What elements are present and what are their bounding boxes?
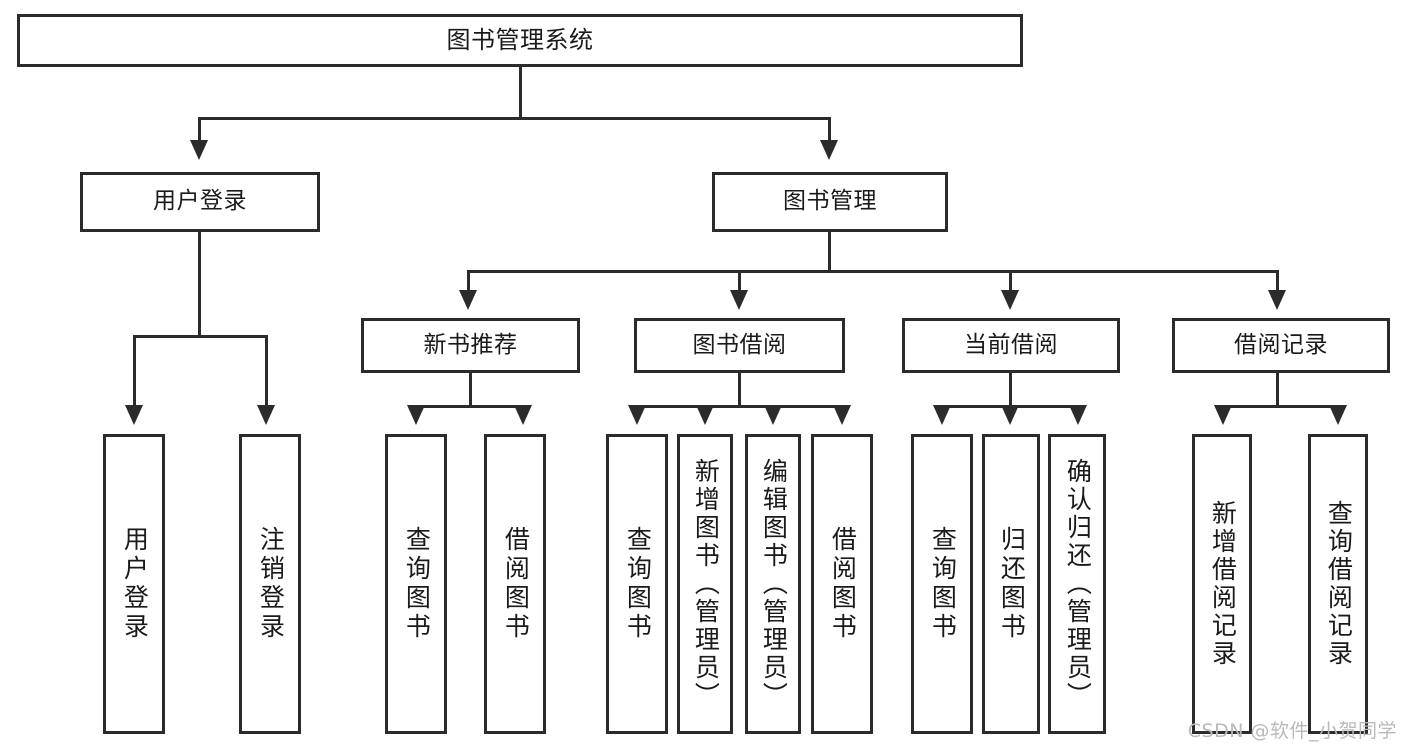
- arrow-down-book-manage: [820, 140, 838, 160]
- connector-book-manage-bus: [467, 270, 1279, 273]
- connector-book-manage-drop-1: [467, 270, 470, 292]
- node-borrow-record[interactable]: 借阅记录: [1172, 318, 1390, 373]
- node-label: 新书推荐: [423, 331, 518, 358]
- node-current-borrow[interactable]: 当前借阅: [902, 318, 1120, 373]
- leaf-query-book-borrow[interactable]: 查询图书: [606, 434, 668, 734]
- connector-current-borrow-stem: [1009, 373, 1012, 405]
- leaf-label: 确认归还（管理员）: [1063, 458, 1093, 710]
- node-book-management-system[interactable]: 图书管理系统: [17, 14, 1023, 67]
- connector-root-stem: [519, 67, 522, 117]
- leaf-edit-book-admin[interactable]: 编辑图书（管理员）: [745, 434, 801, 734]
- connector-book-manage-drop-2: [738, 270, 741, 292]
- leaf-user-login[interactable]: 用户登录: [103, 434, 165, 734]
- leaf-return-book[interactable]: 归还图书: [982, 434, 1040, 734]
- connector-new-book-bus: [415, 405, 525, 408]
- node-book-borrow[interactable]: 图书借阅: [634, 318, 845, 373]
- node-new-book-recommend[interactable]: 新书推荐: [361, 318, 580, 373]
- leaf-label: 查询图书: [928, 526, 958, 642]
- connector-root-bus: [198, 117, 831, 120]
- arrow-down-current-borrow-leaf-3: [1069, 405, 1087, 425]
- node-label: 用户登录: [153, 188, 247, 215]
- node-label: 借阅记录: [1234, 331, 1328, 358]
- connector-root-right-drop: [828, 117, 831, 142]
- leaf-query-book-current[interactable]: 查询图书: [911, 434, 973, 734]
- arrow-down-book-borrow-leaf-2: [696, 405, 714, 425]
- node-user-login[interactable]: 用户登录: [80, 172, 320, 232]
- arrow-down-current-borrow-leaf-2: [1001, 405, 1019, 425]
- leaf-label: 新增借阅记录: [1208, 500, 1238, 668]
- arrow-down-new-book-leaf-1: [407, 405, 425, 425]
- connector-user-login-bus: [133, 335, 268, 338]
- connector-book-manage-drop-4: [1276, 270, 1279, 292]
- node-book-manage[interactable]: 图书管理: [712, 172, 948, 232]
- arrow-down-current-borrow-leaf-1: [933, 405, 951, 425]
- connector-book-manage-drop-3: [1009, 270, 1012, 292]
- arrow-down-new-book-leaf-2: [514, 405, 532, 425]
- arrow-down-user-login-leaf-2: [257, 405, 275, 425]
- arrow-down-book-borrow-leaf-3: [764, 405, 782, 425]
- leaf-query-borrow-record[interactable]: 查询借阅记录: [1308, 434, 1368, 734]
- leaf-label: 借阅图书: [501, 526, 531, 642]
- leaf-add-borrow-record[interactable]: 新增借阅记录: [1192, 434, 1252, 734]
- arrow-down-book-borrow-leaf-1: [628, 405, 646, 425]
- connector-user-login-drop-2: [265, 335, 268, 407]
- leaf-confirm-return-admin[interactable]: 确认归还（管理员）: [1048, 434, 1106, 734]
- connector-new-book-stem: [469, 373, 472, 405]
- leaf-add-book-admin[interactable]: 新增图书（管理员）: [677, 434, 733, 734]
- arrow-down-borrow-record: [1268, 290, 1286, 310]
- arrow-down-user-login: [190, 140, 208, 160]
- leaf-borrow-book[interactable]: 借阅图书: [811, 434, 873, 734]
- node-label: 当前借阅: [964, 331, 1058, 358]
- leaf-label: 编辑图书（管理员）: [759, 458, 789, 710]
- arrow-down-borrow-record-leaf-2: [1329, 405, 1347, 425]
- leaf-label: 查询借阅记录: [1324, 500, 1354, 668]
- node-label: 图书管理: [783, 188, 877, 215]
- leaf-label: 归还图书: [997, 526, 1027, 642]
- leaf-borrow-book-new[interactable]: 借阅图书: [484, 434, 546, 734]
- connector-borrow-record-stem: [1276, 373, 1279, 405]
- connector-user-login-stem: [198, 232, 201, 335]
- leaf-query-book-new[interactable]: 查询图书: [385, 434, 447, 734]
- arrow-down-new-book-rec: [459, 290, 477, 310]
- node-label: 图书借阅: [692, 331, 787, 358]
- node-label: 图书管理系统: [446, 26, 594, 55]
- connector-book-manage-stem: [828, 232, 831, 270]
- leaf-label: 借阅图书: [828, 526, 858, 642]
- connector-user-login-drop-1: [133, 335, 136, 407]
- leaf-logout-login[interactable]: 注销登录: [239, 434, 301, 734]
- arrow-down-borrow-record-leaf-1: [1214, 405, 1232, 425]
- arrow-down-current-borrow: [1001, 290, 1019, 310]
- connector-borrow-record-bus: [1222, 405, 1339, 408]
- leaf-label: 用户登录: [120, 526, 150, 642]
- leaf-label: 查询图书: [623, 526, 653, 642]
- connector-book-borrow-bus: [636, 405, 844, 408]
- arrow-down-book-borrow: [730, 290, 748, 310]
- arrow-down-user-login-leaf-1: [125, 405, 143, 425]
- leaf-label: 注销登录: [256, 526, 286, 642]
- connector-root-left-drop: [198, 117, 201, 142]
- leaf-label: 查询图书: [402, 526, 432, 642]
- leaf-label: 新增图书（管理员）: [691, 458, 721, 710]
- arrow-down-book-borrow-leaf-4: [833, 405, 851, 425]
- connector-book-borrow-stem: [738, 373, 741, 405]
